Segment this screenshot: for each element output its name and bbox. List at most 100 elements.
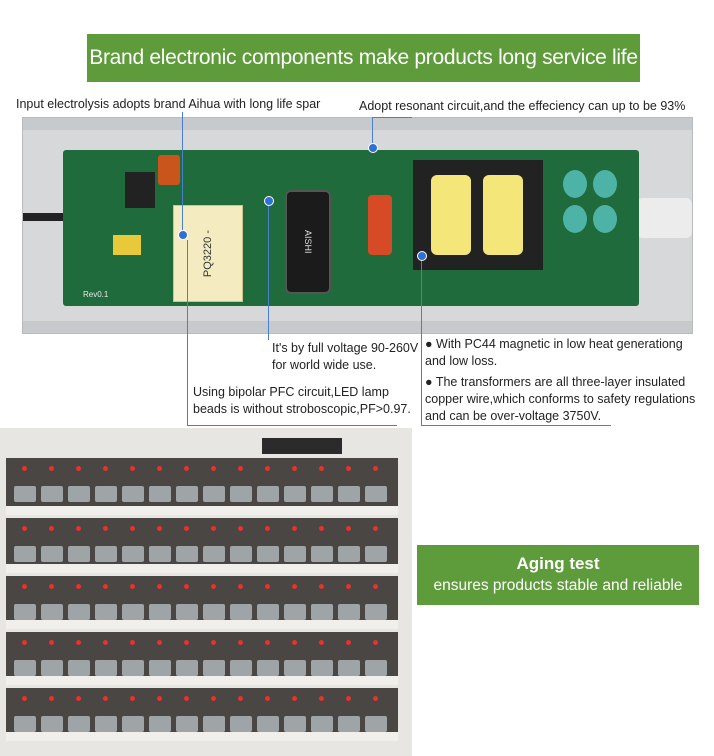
- indicator-led: [292, 526, 297, 531]
- test-unit: [68, 486, 90, 502]
- test-unit: [14, 546, 36, 562]
- ic-label: PQ3220 -: [202, 229, 214, 278]
- indicator-led: [211, 584, 216, 589]
- indicator-led: [211, 640, 216, 645]
- top-banner: Brand electronic components make product…: [87, 34, 640, 82]
- voltage-callout-dot: [264, 196, 274, 206]
- input-cable: [23, 213, 63, 221]
- transformers-caption-line-1: The transformers are all three-layer ins…: [435, 375, 686, 389]
- input-electrolytic-capacitor: AISHI: [285, 190, 331, 294]
- pfc-caption: Using bipolar PFC circuit,LED lamp beads…: [193, 384, 411, 418]
- indicator-led: [319, 584, 324, 589]
- test-unit: [95, 486, 117, 502]
- indicator-led: [49, 466, 54, 471]
- indicator-led: [238, 526, 243, 531]
- fuse: [113, 235, 141, 255]
- test-unit: [311, 486, 333, 502]
- test-unit: [95, 716, 117, 732]
- indicator-led: [238, 640, 243, 645]
- indicator-led: [49, 526, 54, 531]
- output-capacitor-1: [563, 170, 587, 198]
- test-unit: [176, 716, 198, 732]
- indicator-led: [157, 696, 162, 701]
- electrolysis-caption: Input electrolysis adopts brand Aihua wi…: [16, 97, 321, 111]
- test-unit: [122, 604, 144, 620]
- bullet: ●: [425, 375, 433, 389]
- test-unit: [176, 546, 198, 562]
- test-unit: [68, 716, 90, 732]
- test-unit: [230, 716, 252, 732]
- indicator-led: [157, 526, 162, 531]
- indicator-led: [103, 526, 108, 531]
- test-unit: [14, 660, 36, 676]
- test-unit: [365, 716, 387, 732]
- pfc-callout-line-h: [187, 425, 397, 426]
- test-unit: [365, 546, 387, 562]
- indicator-led: [292, 584, 297, 589]
- indicator-led: [319, 640, 324, 645]
- pfc-caption-line-2: beads is without stroboscopic,PF>0.97.: [193, 402, 411, 416]
- pc44-caption-line-1: With PC44 magnetic in low heat generatio…: [436, 337, 683, 351]
- test-unit: [68, 546, 90, 562]
- test-unit: [41, 604, 63, 620]
- test-unit: [149, 660, 171, 676]
- indicator-led: [184, 466, 189, 471]
- indicator-led: [22, 696, 27, 701]
- indicator-led: [238, 696, 243, 701]
- voltage-callout-line: [268, 200, 269, 340]
- test-unit: [176, 486, 198, 502]
- test-unit: [95, 660, 117, 676]
- indicator-led: [292, 466, 297, 471]
- indicator-led: [76, 584, 81, 589]
- aging-title: Aging test: [516, 554, 600, 573]
- voltage-caption-line-2: for world wide use.: [272, 358, 377, 372]
- test-unit: [338, 546, 360, 562]
- electrolysis-callout-dot: [178, 230, 188, 240]
- indicator-led: [130, 584, 135, 589]
- test-unit: [68, 604, 90, 620]
- test-unit: [122, 660, 144, 676]
- test-unit: [149, 546, 171, 562]
- pc44-caption-line-2: and low loss.: [425, 354, 498, 368]
- indicator-led: [22, 466, 27, 471]
- indicator-led: [346, 584, 351, 589]
- output-capacitor-2: [593, 170, 617, 198]
- test-unit: [203, 546, 225, 562]
- board-revision: Rev0.1: [83, 290, 109, 299]
- aging-banner: Aging test ensures products stable and r…: [417, 545, 699, 605]
- indicator-led: [211, 526, 216, 531]
- indicator-led: [292, 640, 297, 645]
- indicator-led: [76, 640, 81, 645]
- output-capacitor-3: [563, 205, 587, 233]
- transformer-coil-left: [431, 175, 471, 255]
- rack-shelf-board-5: [6, 732, 398, 741]
- test-unit: [176, 660, 198, 676]
- indicator-led: [49, 640, 54, 645]
- voltage-caption: It's by full voltage 90-260V for world w…: [272, 340, 418, 374]
- transformer-callout-line-h: [421, 425, 611, 426]
- test-unit: [41, 716, 63, 732]
- test-unit: [149, 716, 171, 732]
- test-unit: [41, 546, 63, 562]
- indicator-led: [184, 526, 189, 531]
- capacitor-brand-label: AISHI: [303, 230, 313, 254]
- test-unit: [230, 546, 252, 562]
- rack-shelf-board-4: [6, 676, 398, 685]
- transformer-coil-right: [483, 175, 523, 255]
- bullet: ●: [425, 337, 433, 351]
- indicator-led: [76, 526, 81, 531]
- indicator-led: [373, 466, 378, 471]
- rack-control-panel: [262, 438, 342, 454]
- test-unit: [311, 604, 333, 620]
- test-unit: [230, 660, 252, 676]
- indicator-led: [373, 696, 378, 701]
- indicator-led: [76, 466, 81, 471]
- test-unit: [203, 660, 225, 676]
- indicator-led: [49, 696, 54, 701]
- indicator-led: [265, 466, 270, 471]
- indicator-led: [292, 696, 297, 701]
- indicator-led: [22, 584, 27, 589]
- indicator-led: [373, 640, 378, 645]
- pfc-callout-line: [187, 240, 188, 425]
- rack-shelf-board-3: [6, 620, 398, 629]
